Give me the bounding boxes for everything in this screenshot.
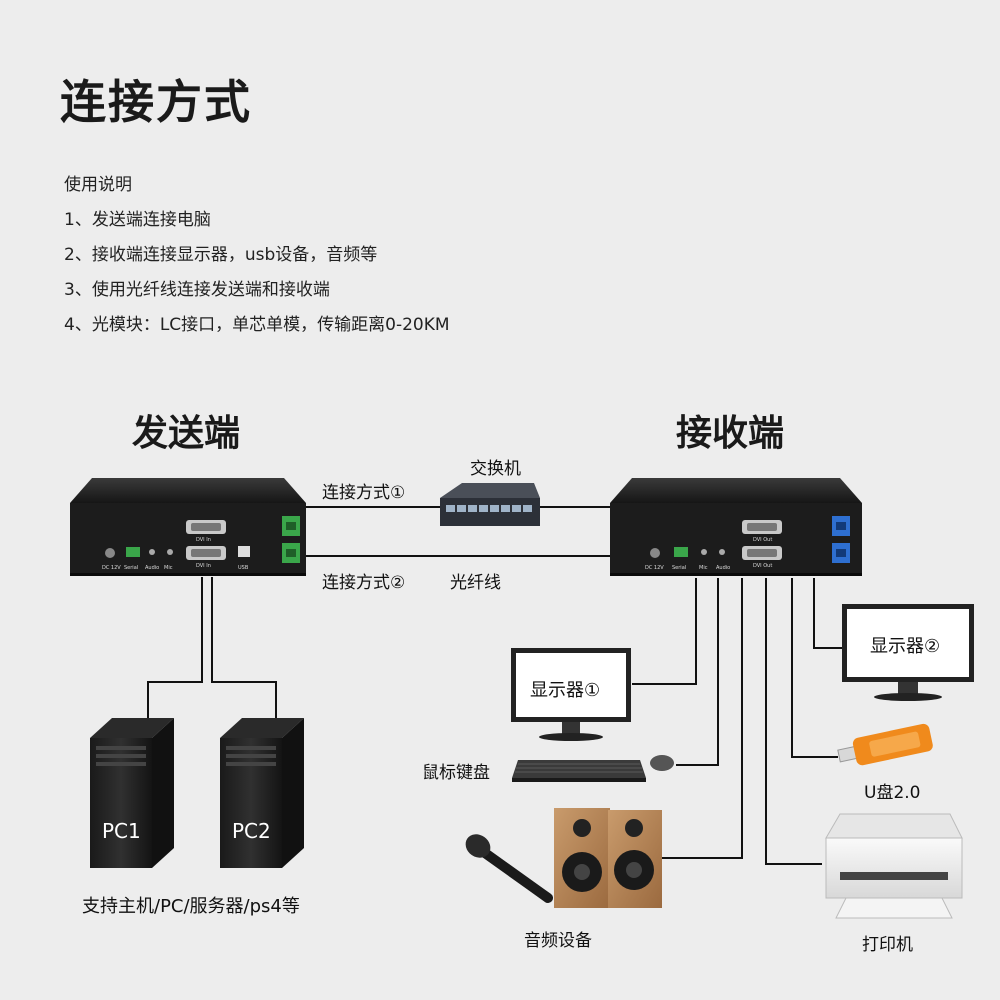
keyboard-mouse-label: 鼠标键盘 bbox=[422, 763, 490, 783]
port-label: Serial bbox=[672, 565, 686, 571]
printer-label: 打印机 bbox=[862, 935, 913, 955]
usb-drive-label: U盘2.0 bbox=[864, 783, 921, 803]
pc1-label: PC1 bbox=[102, 819, 141, 843]
dc-jack bbox=[650, 548, 660, 558]
mic-jack bbox=[167, 549, 173, 555]
port-label: DVI Out bbox=[753, 563, 772, 569]
port-label: Mic bbox=[164, 565, 173, 571]
port-label: Mic bbox=[699, 565, 708, 571]
cable-keyboard bbox=[676, 578, 719, 766]
sender-heading: 发送端 bbox=[132, 413, 241, 454]
instructions-heading: 使用说明 bbox=[64, 175, 132, 195]
microphone-device bbox=[465, 834, 553, 903]
sender-device bbox=[70, 478, 306, 576]
monitor1-device bbox=[511, 648, 631, 741]
cable-monitor2 bbox=[813, 578, 842, 649]
port-label: DVI Out bbox=[753, 537, 772, 543]
pc2-tower bbox=[220, 718, 304, 868]
pc2-label: PC2 bbox=[232, 819, 271, 843]
monitor2-device bbox=[842, 604, 974, 701]
port-label: Audio bbox=[145, 565, 159, 571]
dc-jack bbox=[105, 548, 115, 558]
serial-port bbox=[126, 547, 140, 557]
computers-caption: 支持主机/PC/服务器/ps4等 bbox=[82, 896, 300, 917]
port-label: Serial bbox=[124, 565, 138, 571]
port-label: DVI In bbox=[196, 537, 211, 543]
port-label: USB bbox=[238, 565, 249, 571]
switch-device bbox=[440, 483, 540, 526]
fiber-label: 光纤线 bbox=[450, 573, 501, 593]
mic-jack bbox=[701, 549, 707, 555]
cable-pc1 bbox=[147, 577, 203, 720]
cable-audio bbox=[662, 578, 743, 859]
audio-jack bbox=[719, 549, 725, 555]
cables bbox=[147, 506, 842, 865]
port-label: DC 12V bbox=[102, 565, 121, 571]
port-label: DVI In bbox=[196, 563, 211, 569]
receiver-heading: 接收端 bbox=[676, 413, 785, 454]
page-title: 连接方式 bbox=[60, 75, 252, 129]
cable-usb bbox=[791, 578, 838, 758]
instruction-item: 2、接收端连接显示器，usb设备，音频等 bbox=[64, 245, 378, 265]
instruction-item: 4、光模块：LC接口，单芯单模，传输距离0-20KM bbox=[64, 315, 450, 335]
usb-drive-device bbox=[837, 723, 933, 766]
receiver-device bbox=[610, 478, 862, 576]
speakers-device bbox=[554, 808, 662, 908]
audio-jack bbox=[149, 549, 155, 555]
instruction-item: 3、使用光纤线连接发送端和接收端 bbox=[64, 280, 330, 300]
serial-port bbox=[674, 547, 688, 557]
mouse-device bbox=[650, 755, 674, 771]
method1-label: 连接方式① bbox=[322, 483, 406, 503]
cable-monitor1 bbox=[632, 578, 697, 685]
instruction-item: 1、发送端连接电脑 bbox=[64, 210, 211, 230]
monitor1-label: 显示器① bbox=[530, 680, 601, 701]
port-label: DC 12V bbox=[645, 565, 664, 571]
cable-pc2 bbox=[211, 577, 277, 720]
port-label: Audio bbox=[716, 565, 730, 571]
method2-label: 连接方式② bbox=[322, 573, 406, 593]
audio-devices-label: 音频设备 bbox=[524, 931, 592, 951]
switch-label: 交换机 bbox=[470, 459, 521, 479]
printer-device bbox=[825, 813, 963, 919]
usb-port bbox=[238, 546, 250, 557]
pc1-tower bbox=[90, 718, 174, 868]
cable-printer bbox=[765, 578, 822, 865]
monitor2-label: 显示器② bbox=[870, 636, 941, 657]
keyboard-device bbox=[512, 760, 646, 782]
